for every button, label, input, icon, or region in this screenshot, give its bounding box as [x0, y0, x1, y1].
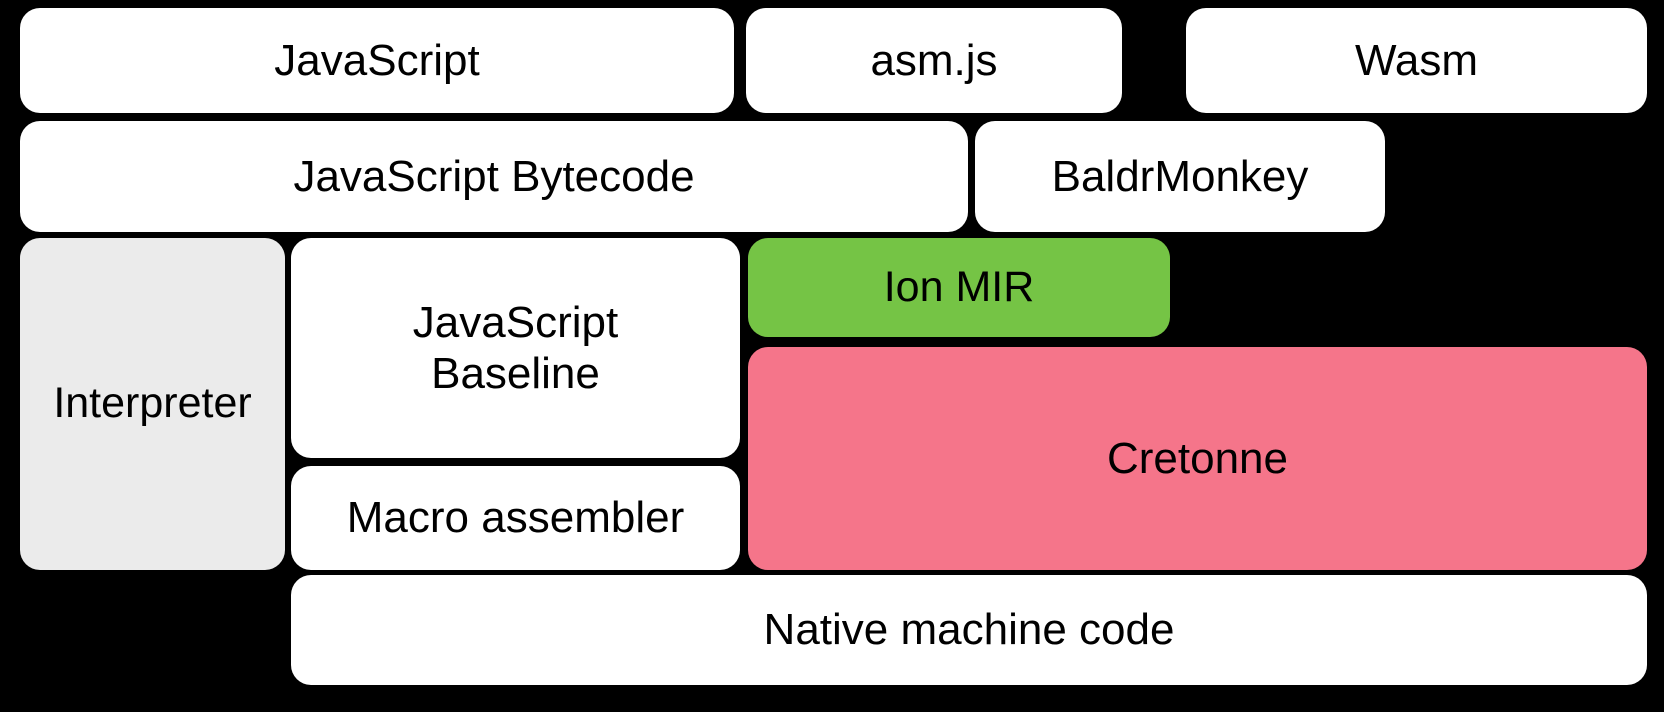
node-macro-assembler[interactable]: Macro assembler — [291, 466, 740, 570]
node-baldrmonkey[interactable]: BaldrMonkey — [975, 121, 1385, 232]
node-cretonne[interactable]: Cretonne — [748, 347, 1647, 570]
node-asm-js[interactable]: asm.js — [746, 8, 1122, 113]
node-javascript-baseline[interactable]: JavaScript Baseline — [291, 238, 740, 458]
node-native-machine-code[interactable]: Native machine code — [291, 575, 1647, 685]
node-javascript-bytecode[interactable]: JavaScript Bytecode — [20, 121, 968, 232]
node-interpreter[interactable]: Interpreter — [20, 238, 285, 570]
node-javascript[interactable]: JavaScript — [20, 8, 734, 113]
node-ion-mir[interactable]: Ion MIR — [748, 238, 1170, 337]
node-wasm[interactable]: Wasm — [1186, 8, 1647, 113]
